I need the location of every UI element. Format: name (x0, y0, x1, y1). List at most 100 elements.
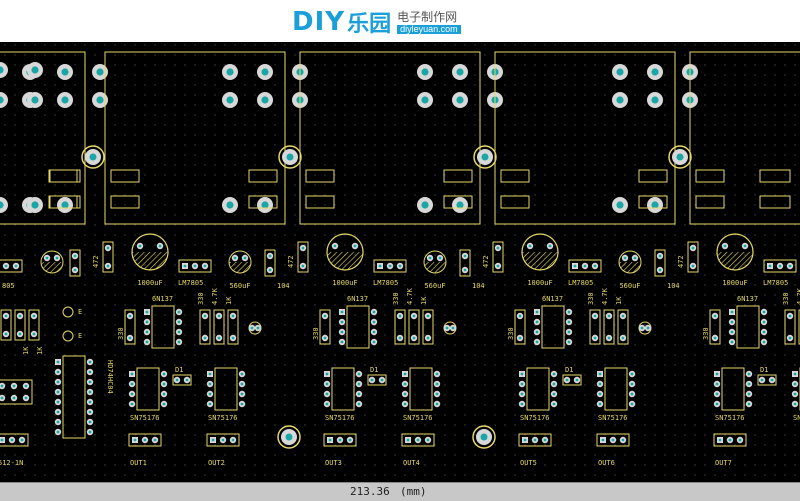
driver-a-pin-drill (715, 382, 719, 386)
left-ic-pin-drill (88, 430, 92, 434)
driver-a-pin-drill (325, 392, 329, 396)
output-label-a: OUT1 (130, 459, 147, 467)
left-resistor-pin-drill (32, 314, 36, 318)
relay-pin-drill (616, 68, 624, 76)
optocoupler-pin-drill (372, 340, 376, 344)
resistor-pin-drill (426, 314, 430, 318)
driver-b-pin-drill (240, 382, 244, 386)
optocoupler-pin-drill (730, 320, 734, 324)
left-ic-pin-drill (56, 370, 60, 374)
left-led-label: E (78, 332, 82, 340)
mounting-hole (473, 145, 497, 169)
driver-b-pin-drill (630, 402, 634, 406)
ceramic-cap-outline (264, 249, 276, 277)
left-resistor-outline (14, 309, 26, 341)
capacitor2-pin-drill (243, 256, 247, 260)
left-ceramic-pin-drill (73, 268, 77, 272)
capacitor2-pin-drill (438, 256, 442, 260)
capacitor2-polarity (619, 262, 641, 273)
driver-b-pin-drill (403, 372, 407, 376)
resistor-outline (687, 241, 699, 273)
resistor-outline (199, 309, 211, 345)
left-header-outline (0, 433, 29, 447)
resistor-pin-drill (713, 314, 717, 318)
optocoupler-pin-drill (177, 320, 181, 324)
left-resistor-outline (28, 309, 40, 341)
resistor-label: 1K (420, 296, 428, 305)
diode-label: D1 (565, 366, 573, 374)
optocoupler-outline (151, 305, 175, 349)
left-cap-pin-drill (55, 256, 59, 260)
left-led-label: E (78, 308, 82, 316)
relay-pin-drill (421, 96, 429, 104)
resistor-outline (603, 309, 615, 345)
relay-outline (0, 51, 86, 225)
mounting-hole-drill (481, 153, 489, 161)
regulator-pin-drill (193, 264, 197, 268)
driver-b-pin-drill (793, 392, 797, 396)
relay-slot (500, 169, 530, 183)
status-bar: 213.36 (mm) (0, 482, 800, 501)
output-label-a: OUT7 (715, 459, 732, 467)
logo-chinese: 乐园 (347, 12, 392, 37)
optocoupler-pin-drill (762, 320, 766, 324)
relay-pin-drill (31, 201, 39, 209)
left-ic-pin-drill (88, 420, 92, 424)
left-ic-pin-drill (56, 430, 60, 434)
regulator-outline (178, 259, 212, 273)
optocoupler-pin-drill (567, 330, 571, 334)
capacitor-label: 1000uF (722, 279, 747, 287)
output-header-a-pin-drill (738, 438, 742, 442)
driver-b-outline (604, 367, 628, 411)
capacitor-pin-drill (548, 244, 552, 248)
resistor-pin-drill (691, 246, 695, 250)
driver-a-pin-drill (520, 392, 524, 396)
driver-a-outline (526, 367, 550, 411)
left-ic-pin-drill (56, 400, 60, 404)
optocoupler-pin-drill (762, 330, 766, 334)
resistor-outline (319, 309, 331, 345)
left-resistor-label: 1K (22, 346, 30, 355)
left-ic-pin-drill (56, 360, 60, 364)
optocoupler-pin-drill (145, 310, 149, 314)
relay-slot (49, 195, 81, 209)
logo-text: DIY (292, 7, 346, 37)
optocoupler-pin-drill (177, 310, 181, 314)
driver-a-pin-drill (520, 382, 524, 386)
capacitor-label: 1000uF (527, 279, 552, 287)
left-chip-pin-drill (0, 396, 4, 400)
output-header-a-pin-drill (533, 438, 537, 442)
resistor-pin-drill (301, 264, 305, 268)
diode-outline (562, 374, 582, 386)
left-cap-pin-drill (45, 256, 49, 260)
driver-b-pin-drill (403, 402, 407, 406)
resistor-outline (492, 241, 504, 273)
resistor-pin-drill (607, 314, 611, 318)
capacitor2-polarity (424, 262, 446, 273)
optocoupler-pin-drill (535, 310, 539, 314)
optocoupler-pin-drill (730, 310, 734, 314)
optocoupler-pin-drill (535, 320, 539, 324)
ceramic-cap-outline (654, 249, 666, 277)
left-ic-pin-drill (56, 420, 60, 424)
output-header-a-outline (518, 433, 552, 447)
capacitor2-pin-drill (623, 256, 627, 260)
resistor-label: 4.7K (796, 287, 800, 305)
diode-outline (367, 374, 387, 386)
driver-b-pin-drill (435, 392, 439, 396)
driver-label: SN75176 (520, 414, 550, 422)
relay-slot (759, 169, 791, 183)
diode-outline (172, 374, 192, 386)
relay-pin-drill (226, 96, 234, 104)
output-header-a-outline (128, 433, 162, 447)
driver-a-outline (721, 367, 745, 411)
output-label-b: OUT4 (403, 459, 420, 467)
resistor-outline (422, 309, 434, 345)
ceramic-cap-pin-drill (658, 254, 662, 258)
regulator-pin-drill (768, 264, 772, 268)
relay-pin (0, 62, 8, 78)
relay-pin-drill (616, 96, 624, 104)
left-resistor-outline (0, 309, 12, 341)
resistor-label: 330 (392, 292, 400, 305)
